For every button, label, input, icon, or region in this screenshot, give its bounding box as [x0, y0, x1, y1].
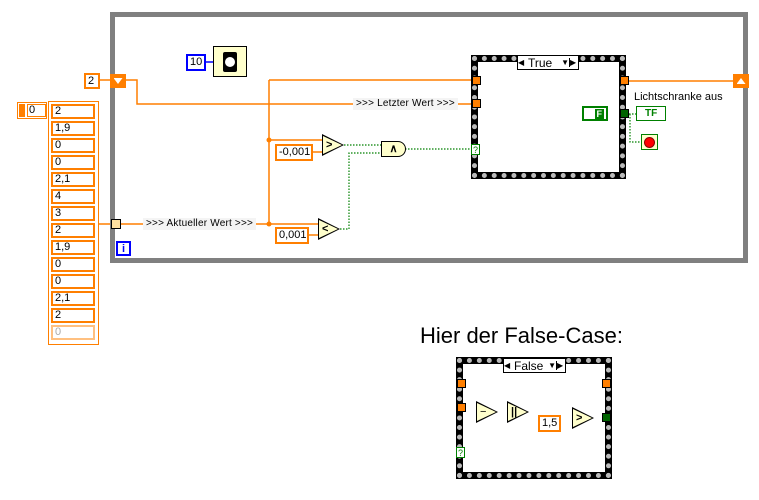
- array-element[interactable]: 3: [51, 206, 95, 221]
- array-element[interactable]: 1,9: [51, 240, 95, 255]
- false-selector-terminal: ?: [456, 447, 465, 458]
- wait-watch-icon: [223, 51, 237, 72]
- array-element[interactable]: 2: [51, 308, 95, 323]
- array-element[interactable]: 0: [51, 325, 95, 340]
- loop-edge: [745, 12, 748, 252]
- next-case-icon[interactable]: ▶: [556, 361, 564, 370]
- triangle-up-icon: [736, 78, 746, 84]
- wire-lt-out: [340, 152, 381, 230]
- wait-function[interactable]: [213, 46, 247, 77]
- case-selector-terminal: ?: [471, 144, 480, 155]
- wait-ms-constant[interactable]: 10: [186, 54, 206, 71]
- and-function[interactable]: ∧: [381, 141, 406, 157]
- false-case-title: Hier der False-Case:: [420, 323, 623, 348]
- next-case-icon[interactable]: ▶: [569, 58, 577, 67]
- shift-register-left[interactable]: [110, 74, 126, 88]
- false-constant-value: F: [594, 108, 604, 119]
- case-selector-false[interactable]: ◀ False ▼ ▶: [503, 358, 566, 373]
- array-element[interactable]: 0: [51, 155, 95, 170]
- stop-terminal[interactable]: [641, 134, 658, 150]
- dropdown-icon[interactable]: ▼: [548, 361, 556, 370]
- neg-threshold-constant[interactable]: -0,001: [275, 144, 313, 161]
- array-element[interactable]: 2,1: [51, 291, 95, 306]
- case-tunnel-out-1: [620, 76, 629, 85]
- array-element[interactable]: 4: [51, 189, 95, 204]
- array-element[interactable]: 2,1: [51, 172, 95, 187]
- indexing-tunnel: [111, 219, 121, 229]
- false-tunnel-out-1: [602, 379, 611, 388]
- array-element[interactable]: 1,9: [51, 121, 95, 136]
- false-tunnel-in-2: [457, 403, 466, 412]
- threshold-constant[interactable]: 1,5: [538, 415, 561, 432]
- case-label: True: [528, 55, 553, 70]
- array-element[interactable]: 0: [51, 274, 95, 289]
- indicator-label: Lichtschranke aus: [634, 91, 723, 103]
- label-last-value: >>> Letzter Wert >>>: [353, 98, 458, 110]
- shift-init-constant[interactable]: 2: [84, 73, 100, 89]
- label-current-value: >>> Aktueller Wert >>>: [143, 218, 257, 230]
- case-tunnel-out-2: [620, 109, 629, 118]
- case-selector-true[interactable]: ◀ True ▼ ▶: [517, 55, 579, 70]
- loop-gap: [745, 12, 759, 252]
- false-tunnel-out-2: [602, 413, 611, 422]
- case-label: False: [514, 358, 544, 373]
- false-constant[interactable]: F: [582, 106, 608, 121]
- array-element[interactable]: 0: [51, 257, 95, 272]
- wire-stop: [629, 114, 641, 143]
- dropdown-icon[interactable]: ▼: [561, 58, 569, 67]
- shift-register-right[interactable]: [733, 74, 749, 88]
- array-index[interactable]: 0: [17, 102, 47, 119]
- case-tunnel-in-2: [472, 99, 481, 108]
- triangle-down-icon: [113, 78, 123, 84]
- prev-case-icon[interactable]: ◀: [518, 58, 525, 67]
- lichtschranke-indicator: TF: [636, 106, 666, 121]
- array-element[interactable]: 0: [51, 138, 95, 153]
- prev-case-icon[interactable]: ◀: [504, 361, 511, 370]
- array-element[interactable]: 2: [51, 223, 95, 238]
- array-index-value[interactable]: 0: [27, 104, 46, 117]
- stop-icon: [644, 136, 655, 148]
- iteration-terminal: i: [116, 241, 131, 256]
- false-tunnel-in-1: [457, 379, 466, 388]
- index-stepper-icon[interactable]: [19, 104, 25, 117]
- pos-threshold-constant[interactable]: 0,001: [275, 227, 309, 244]
- wire-last-value: [125, 79, 472, 105]
- case-tunnel-in-1: [472, 76, 481, 85]
- array-element[interactable]: 2: [51, 104, 95, 119]
